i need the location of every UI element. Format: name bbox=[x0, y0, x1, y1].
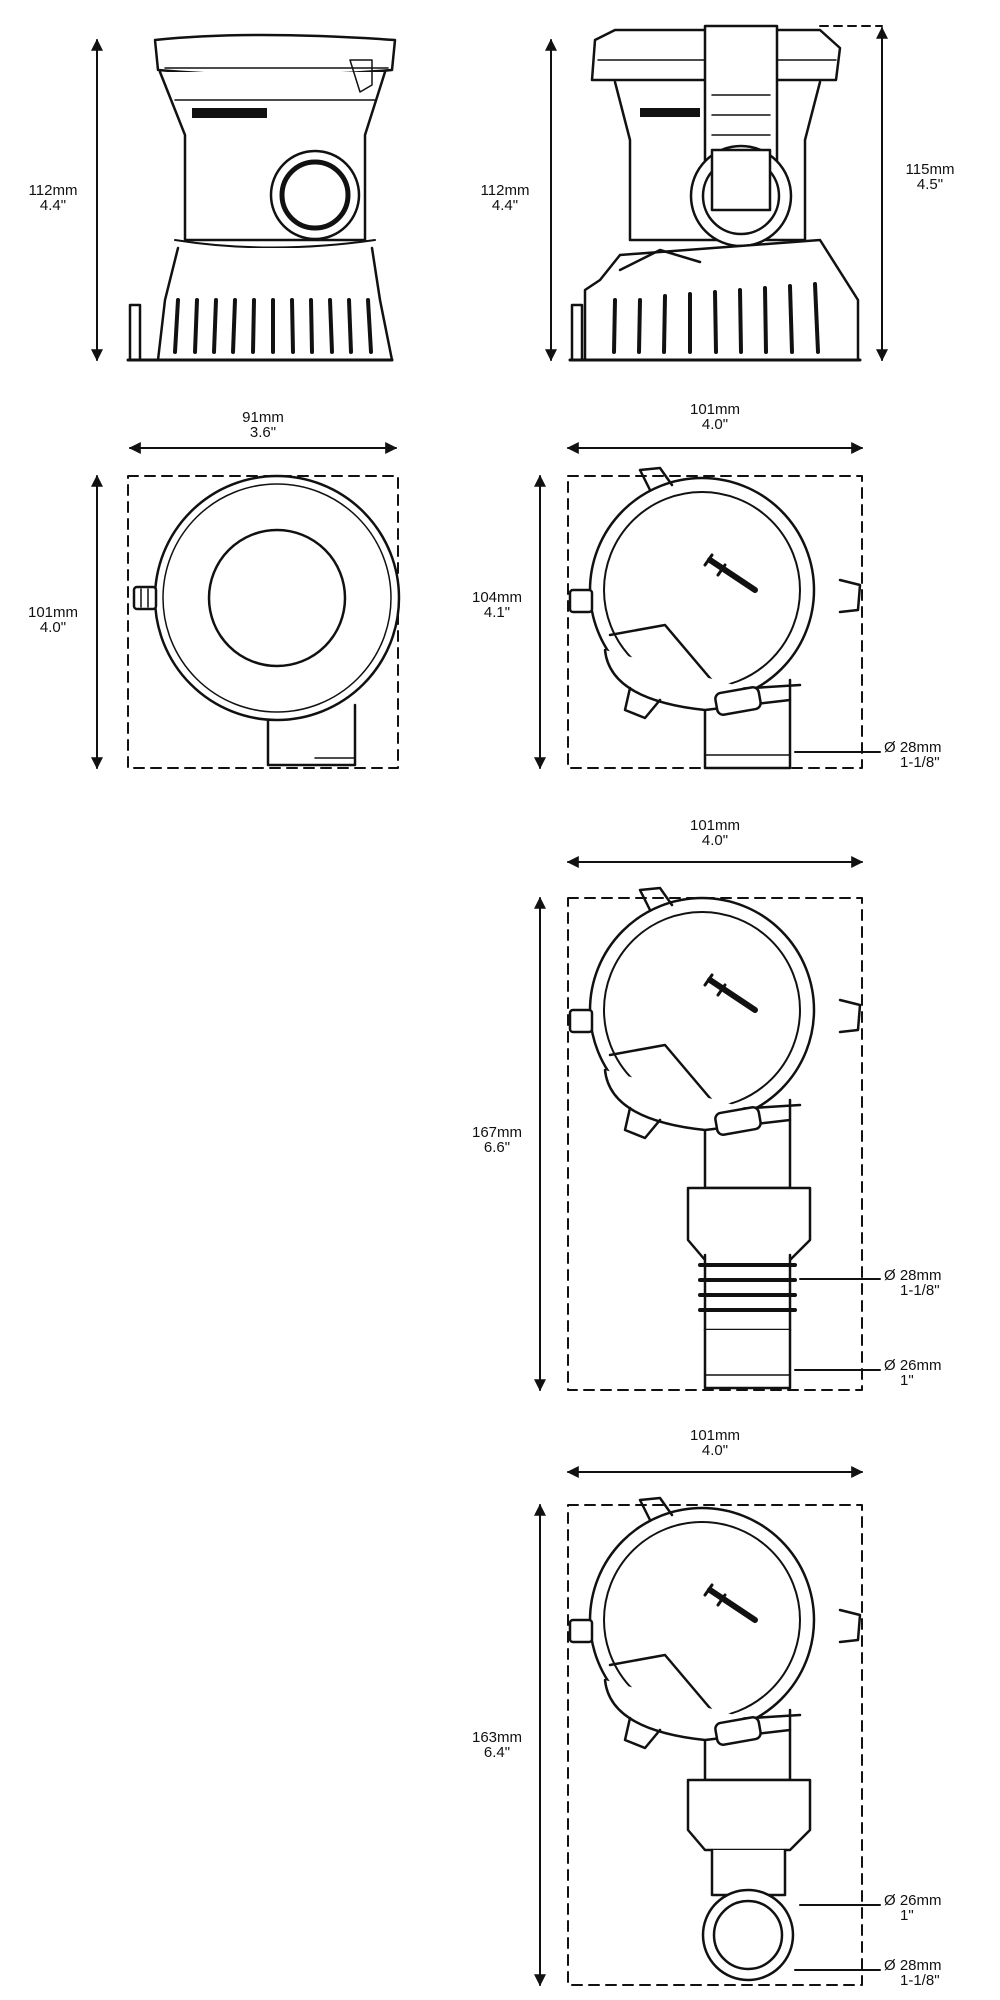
stepped-dia2-label: Ø 26mm 1" bbox=[884, 1358, 942, 1388]
stepped-depth-in: 6.6" bbox=[483, 1139, 511, 1156]
stepped-width-in: 4.0" bbox=[701, 832, 729, 849]
elbow-width-in: 4.0" bbox=[701, 1442, 729, 1459]
front-height-mm: 112mm bbox=[28, 182, 78, 199]
elbow-dia1: Ø 26mm bbox=[884, 1892, 942, 1909]
plain-width-mm: 91mm bbox=[242, 409, 284, 426]
top-view-elbow-outlet bbox=[534, 1466, 881, 1987]
stepped-depth-mm: 167mm bbox=[471, 1124, 523, 1141]
elbow-width-mm: 101mm bbox=[689, 1427, 741, 1444]
elbow-dia2-label: Ø 28mm 1-1/8" bbox=[884, 1958, 942, 1988]
elbow-dia1-label: Ø 26mm 1" bbox=[884, 1893, 942, 1923]
straight-depth-in: 4.1" bbox=[483, 604, 511, 621]
straight-depth-mm: 104mm bbox=[471, 589, 523, 606]
elbow-dia2: Ø 28mm bbox=[884, 1957, 942, 1974]
plain-width-in: 3.6" bbox=[249, 424, 277, 441]
stepped-dia2-in: 1" bbox=[900, 1372, 914, 1389]
stepped-dia1-label: Ø 28mm 1-1/8" bbox=[884, 1268, 942, 1298]
plain-depth-mm: 101mm bbox=[27, 604, 79, 621]
elbow-depth-mm: 163mm bbox=[471, 1729, 523, 1746]
elbow-depth-label: 163mm 6.4" bbox=[458, 1730, 536, 1760]
stepped-width-mm: 101mm bbox=[689, 817, 741, 834]
front-height-in: 4.4" bbox=[39, 197, 67, 214]
straight-width-in: 4.0" bbox=[701, 416, 729, 433]
stepped-dia1-in: 1-1/8" bbox=[900, 1282, 940, 1299]
elbow-dia2-in: 1-1/8" bbox=[900, 1972, 940, 1989]
plain-depth-label: 101mm 4.0" bbox=[14, 605, 92, 635]
front-height-label: 112mm 4.4" bbox=[14, 183, 92, 213]
top-view-straight-outlet bbox=[534, 442, 881, 770]
straight-outlet-in: 1-1/8" bbox=[900, 754, 940, 771]
rear-height-mm: 112mm bbox=[480, 182, 530, 199]
top-view-stepped-outlet bbox=[534, 856, 881, 1392]
side-view-front bbox=[91, 33, 397, 362]
rear-total-mm: 115mm bbox=[905, 161, 955, 178]
straight-outlet-dia-label: Ø 28mm 1-1/8" bbox=[884, 740, 942, 770]
stepped-depth-label: 167mm 6.6" bbox=[458, 1125, 536, 1155]
side-view-rear bbox=[545, 24, 888, 362]
straight-width-label: 101mm 4.0" bbox=[675, 402, 755, 432]
rear-total-in: 4.5" bbox=[916, 176, 944, 193]
rear-total-height-label: 115mm 4.5" bbox=[888, 162, 972, 192]
stepped-dia2: Ø 26mm bbox=[884, 1357, 942, 1374]
straight-width-mm: 101mm bbox=[689, 401, 741, 418]
stepped-dia1: Ø 28mm bbox=[884, 1267, 942, 1284]
stepped-width-label: 101mm 4.0" bbox=[675, 818, 755, 848]
rear-height-label: 112mm 4.4" bbox=[466, 183, 544, 213]
elbow-depth-in: 6.4" bbox=[483, 1744, 511, 1761]
plain-width-label: 91mm 3.6" bbox=[223, 410, 303, 440]
rear-height-in: 4.4" bbox=[491, 197, 519, 214]
top-view-plain bbox=[91, 442, 401, 770]
straight-outlet-dia: Ø 28mm bbox=[884, 739, 942, 756]
elbow-dia1-in: 1" bbox=[900, 1907, 914, 1924]
plain-depth-in: 4.0" bbox=[39, 619, 67, 636]
elbow-width-label: 101mm 4.0" bbox=[675, 1428, 755, 1458]
straight-depth-label: 104mm 4.1" bbox=[458, 590, 536, 620]
